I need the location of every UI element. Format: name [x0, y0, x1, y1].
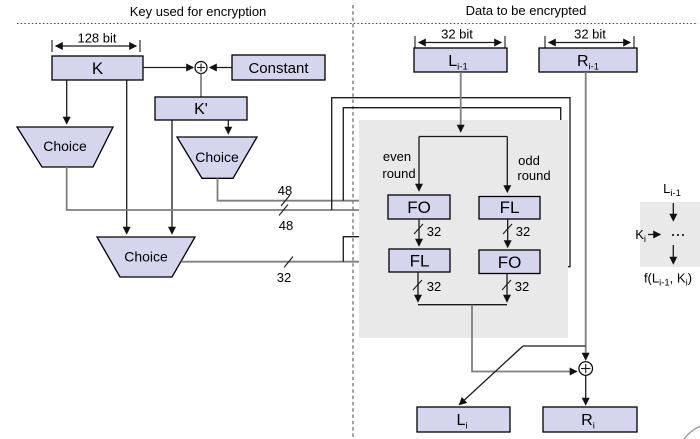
mini-key-label: Ki: [635, 227, 646, 245]
corner-decorative-arc: [683, 425, 700, 439]
slash-mark: [413, 223, 424, 235]
choice-middle-box: [175, 136, 259, 179]
bus-48-upper-line: [216, 178, 386, 205]
section-dividers: [17, 5, 698, 439]
slash-mark: [412, 279, 423, 291]
r-width-label: 32 bit: [574, 27, 606, 42]
l-input-box: [413, 47, 508, 73]
r-output-label: Ri: [581, 412, 595, 432]
key-panel: 128 bit K Constant K' Choice Choice Choi…: [15, 31, 571, 285]
fo-bottom-label: FO: [498, 253, 522, 272]
r-output-box: [542, 406, 638, 433]
fl-bottom-label: FL: [410, 252, 430, 271]
fl-top-label: FL: [500, 198, 520, 217]
bus-width-marks: 48 48 32: [277, 183, 294, 285]
k-prime-box: [154, 96, 248, 121]
fo-top-label: FO: [407, 198, 431, 217]
choice-middle-label: Choice: [195, 149, 239, 165]
width-fl-bottom-label: 32: [427, 279, 441, 294]
mini-function-dots: ⋯: [671, 227, 686, 244]
left-section-title: Key used for encryption: [130, 4, 267, 19]
choice-top-label: Choice: [43, 138, 87, 154]
fl-top-box: [478, 195, 541, 220]
even-round-label-2: round: [382, 166, 415, 181]
f-output-line: [471, 304, 578, 376]
bus-32-label: 32: [277, 270, 291, 285]
odd-round-label-1: odd: [518, 153, 540, 168]
slash-mark: [280, 194, 291, 207]
slash-mark: [502, 223, 513, 235]
bus-48-lower-label: 48: [279, 218, 293, 233]
slash-mark: [283, 256, 294, 268]
bus-48-lower-line: [65, 167, 386, 214]
mini-f-function-diagram: Li-1 Ki ⋯ f(Li-1, Ki): [635, 181, 700, 289]
slash-mark: [501, 279, 512, 291]
fo-bottom-box: [478, 249, 541, 275]
even-round-label-1: even: [383, 149, 411, 164]
round-function-panel: [359, 120, 568, 338]
l-output-box: [416, 406, 511, 433]
choice-top-box: [15, 126, 115, 168]
r-input-label: Ri-1: [577, 53, 599, 73]
swap-diagonal-line: [458, 345, 524, 406]
right-section-title: Data to be encrypted: [466, 3, 587, 18]
l-width-label: 32 bit: [441, 27, 473, 42]
constant-label: Constant: [248, 60, 309, 77]
l-input-label: Li-1: [448, 53, 467, 73]
width-fo-bottom-label: 32: [515, 279, 529, 294]
choice-bottom-label: Choice: [124, 249, 168, 265]
slash-mark: [278, 204, 289, 216]
l-output-label: Li: [456, 412, 467, 432]
width-fl-top-label: 32: [516, 224, 530, 239]
fl-bottom-box: [388, 248, 451, 273]
fo-top-box: [387, 194, 451, 220]
mini-output-label: f(Li-1, Ki): [644, 271, 692, 289]
r-input-box: [538, 47, 638, 73]
bus-48-upper-label: 48: [278, 183, 292, 198]
mini-input-label: Li-1: [663, 181, 681, 199]
choice-bottom-box: [95, 236, 197, 278]
k-prime-label: K': [194, 101, 208, 118]
data-panel: 32 bit Li-1 32 bit Ri-1 even round odd r…: [359, 27, 638, 433]
k-width-label: 128 bit: [77, 31, 116, 46]
k-label: K: [92, 59, 104, 78]
width-fo-top-label: 32: [427, 224, 441, 239]
odd-round-label-2: round: [517, 168, 550, 183]
constant-box: [231, 54, 326, 81]
